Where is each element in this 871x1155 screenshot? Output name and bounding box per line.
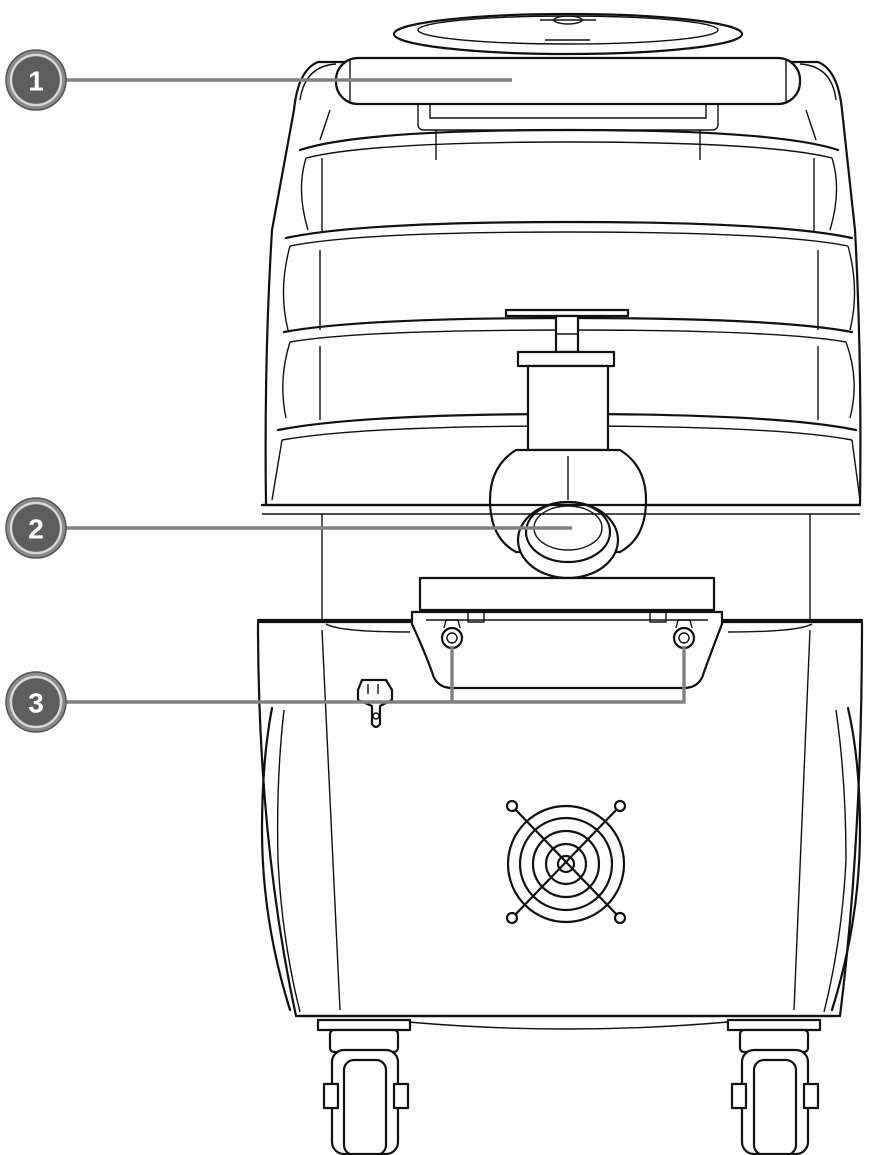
callout-number: 2 bbox=[28, 514, 44, 545]
callout-badge-2: 2 bbox=[5, 497, 67, 559]
right-caster bbox=[726, 1018, 822, 1155]
callout-badge-1: 1 bbox=[5, 49, 67, 111]
callout-number: 3 bbox=[28, 688, 44, 719]
upper-housing bbox=[264, 60, 862, 507]
leader-lines bbox=[64, 78, 686, 704]
drain-valves bbox=[410, 576, 724, 690]
leader-line-3 bbox=[64, 646, 686, 704]
top-lid bbox=[392, 12, 744, 56]
callout-badge-3: 3 bbox=[5, 671, 67, 733]
fan-grille bbox=[505, 799, 627, 925]
left-caster bbox=[316, 1018, 412, 1155]
callout-number: 1 bbox=[28, 66, 44, 97]
